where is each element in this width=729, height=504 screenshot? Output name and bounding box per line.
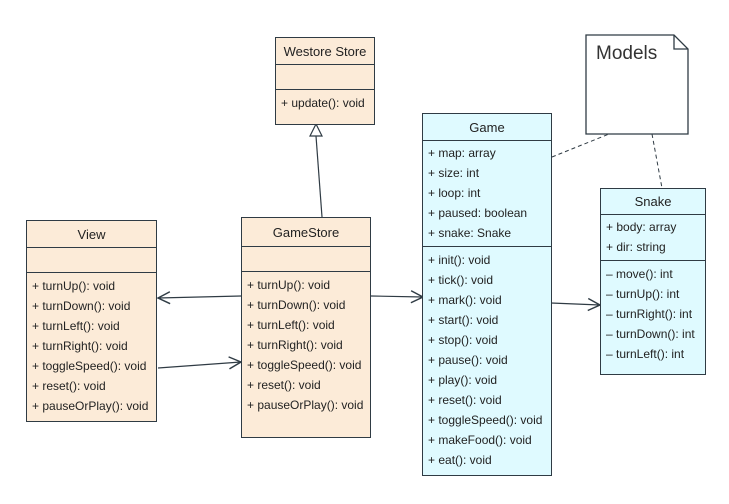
method-item: – turnUp(): int — [606, 287, 680, 301]
inheritance-line — [315, 135, 323, 218]
method-item: + toggleSpeed(): void — [32, 359, 147, 373]
view-methods: + turnUp(): void + turnDown(): void + tu… — [27, 273, 156, 416]
method-item: + stop(): void — [428, 333, 498, 347]
westore-store-attributes — [276, 65, 374, 90]
westore-store-class: Westore Store + update(): void — [275, 37, 375, 125]
snake-class: Snake + body: array + dir: string – move… — [600, 188, 706, 375]
view-title: View — [27, 221, 156, 248]
method-item: + turnDown(): void — [247, 298, 346, 312]
models-note-text: Models — [596, 43, 658, 64]
method-item: + pauseOrPlay(): void — [247, 398, 364, 412]
gamestore-methods: + turnUp(): void + turnDown(): void + tu… — [242, 272, 370, 415]
method-item: + tick(): void — [428, 273, 494, 287]
method-item: + pause(): void — [428, 353, 508, 367]
models-note-shape — [585, 34, 689, 135]
method-item: + update(): void — [281, 96, 365, 110]
method-item: + mark(): void — [428, 293, 502, 307]
method-item: + turnUp(): void — [247, 278, 331, 292]
method-item: + turnUp(): void — [32, 279, 116, 293]
attribute-item: + snake: Snake — [428, 226, 512, 240]
method-item: + reset(): void — [428, 393, 502, 407]
method-item: + reset(): void — [32, 379, 106, 393]
note-link-snake — [651, 133, 663, 189]
method-item: + turnLeft(): void — [247, 318, 335, 332]
game-class: Game + map: array + size: int + loop: in… — [422, 113, 552, 476]
westore-store-title: Westore Store — [276, 38, 374, 65]
game-attributes: + map: array + size: int + loop: int + p… — [423, 141, 551, 247]
method-item: + turnDown(): void — [32, 299, 131, 313]
attribute-item: + dir: string — [606, 240, 666, 254]
snake-title: Snake — [601, 189, 705, 215]
gamestore-to-view-arrow — [158, 296, 242, 298]
view-class: View + turnUp(): void + turnDown(): void… — [26, 220, 157, 422]
method-item: + reset(): void — [247, 378, 321, 392]
gamestore-class: GameStore + turnUp(): void + turnDown():… — [241, 217, 371, 438]
game-methods: + init(): void + tick(): void + mark(): … — [423, 247, 551, 470]
snake-methods: – move(): int – turnUp(): int – turnRigh… — [601, 261, 705, 364]
view-attributes — [27, 248, 156, 273]
snake-attributes: + body: array + dir: string — [601, 215, 705, 261]
method-item: + pauseOrPlay(): void — [32, 399, 149, 413]
game-title: Game — [423, 114, 551, 141]
method-item: + toggleSpeed(): void — [247, 358, 362, 372]
method-item: + turnRight(): void — [247, 338, 343, 352]
method-item: + init(): void — [428, 253, 491, 267]
gamestore-attributes — [242, 247, 370, 272]
game-to-snake-arrow — [550, 303, 600, 305]
method-item: + toggleSpeed(): void — [428, 413, 543, 427]
method-item: + play(): void — [428, 373, 498, 387]
note-link-game — [551, 133, 610, 158]
method-item: – turnRight(): int — [606, 307, 693, 321]
attribute-item: + map: array — [428, 146, 496, 160]
method-item: – move(): int — [606, 267, 673, 281]
method-item: – turnLeft(): int — [606, 347, 685, 361]
method-item: + turnRight(): void — [32, 339, 128, 353]
gamestore-title: GameStore — [242, 218, 370, 247]
attribute-item: + paused: boolean — [428, 206, 528, 220]
method-item: – turnDown(): int — [606, 327, 695, 341]
method-item: + eat(): void — [428, 453, 492, 467]
method-item: + turnLeft(): void — [32, 319, 120, 333]
models-note-fold — [673, 35, 688, 50]
view-to-gamestore-arrow — [157, 362, 241, 368]
attribute-item: + body: array — [606, 220, 677, 234]
westore-store-methods: + update(): void — [276, 90, 374, 113]
method-item: + makeFood(): void — [428, 433, 532, 447]
method-item: + start(): void — [428, 313, 499, 327]
attribute-item: + loop: int — [428, 186, 481, 200]
attribute-item: + size: int — [428, 166, 480, 180]
gamestore-to-game-arrow — [370, 296, 423, 297]
inheritance-triangle — [309, 122, 323, 137]
